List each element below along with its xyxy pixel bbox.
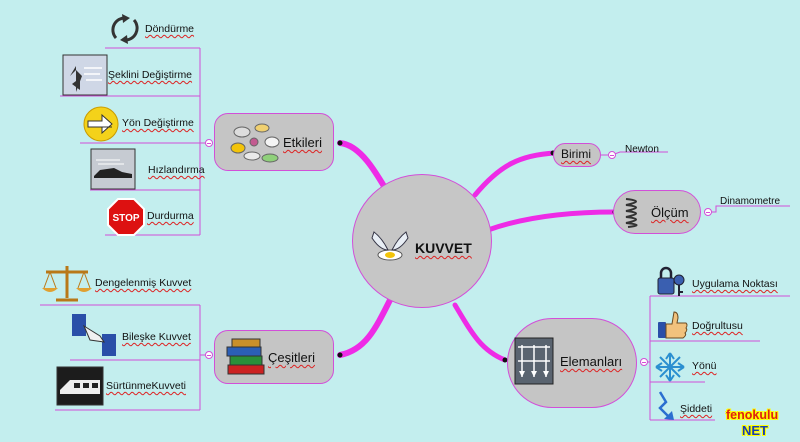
pills-icon [230, 123, 280, 163]
branch-elemanlari [452, 302, 508, 363]
direction-change-icon [83, 106, 119, 142]
leaf-newton: Newton [625, 144, 659, 155]
leaf-dondurme: Döndürme [145, 23, 195, 35]
leaf-hizlandirma: Hızlandırma [148, 164, 205, 176]
node-birimi[interactable] [553, 143, 601, 167]
spring-icon [625, 198, 638, 228]
center-label: KUVVET [415, 240, 472, 256]
lock-key-icon [657, 266, 685, 296]
leaf-dinamometre: Dinamometre [720, 196, 781, 207]
birimi-collapse-toggle[interactable] [608, 151, 616, 159]
leaf-uygulama-noktasi: Uygulama Noktası [692, 278, 778, 290]
etkileri-collapse-toggle[interactable] [205, 139, 213, 147]
olcum-label: Ölçüm [651, 205, 689, 220]
handshake-icon [72, 314, 116, 356]
cesitleri-label: Çeşitleri [268, 350, 315, 365]
leaf-dogrultusu: Doğrultusu [692, 320, 743, 332]
brand-logo: fenokulu NET [726, 408, 796, 440]
zigzag-arrow-icon [658, 391, 674, 420]
train-icon [56, 366, 104, 406]
elemanlari-collapse-toggle[interactable] [640, 358, 648, 366]
rotate-arrows-icon [111, 14, 139, 44]
etkileri-label: Etkileri [283, 135, 323, 150]
balance-scale-icon [42, 266, 92, 302]
svg-text:STOP: STOP [112, 213, 139, 224]
car-speed-icon [90, 148, 136, 190]
leaf-yonu: Yönü [692, 360, 717, 372]
brand-logo-top: fenokulu [726, 408, 779, 422]
stop-sign-icon: STOP [107, 198, 145, 236]
thumbs-up-icon [658, 311, 688, 339]
leaf-durdurma: Durdurma [147, 210, 194, 222]
leaf-bileske-kuvvet: Bileşke Kuvvet [122, 331, 191, 343]
branch-birimi [472, 150, 558, 198]
branch-olcum [485, 209, 618, 233]
compass-arrows-icon [655, 352, 685, 382]
leaf-yon-degistirme: Yön Değiştirme [122, 117, 194, 129]
leaf-siddeti: Şiddeti [680, 403, 713, 415]
force-diagram-icon [514, 337, 554, 385]
branch-cesitleri [337, 297, 393, 358]
elemanlari-label: Elemanları [560, 354, 623, 369]
olcum-collapse-toggle[interactable] [704, 208, 712, 216]
leaf-dengelenmis-kuvvet: Dengelenmiş Kuvvet [95, 277, 192, 289]
leaf-surtunme-kuvveti: SürtünmeKuvveti [106, 380, 186, 392]
birimi-label: Birimi [561, 147, 591, 161]
crown-icon [371, 231, 409, 261]
shape-change-icon [62, 54, 108, 96]
leaf-seklini-degistirme: Şeklini Değiştirme [108, 69, 193, 81]
brand-logo-bottom: NET [742, 423, 768, 438]
books-icon [226, 338, 265, 375]
cesitleri-collapse-toggle[interactable] [205, 351, 213, 359]
